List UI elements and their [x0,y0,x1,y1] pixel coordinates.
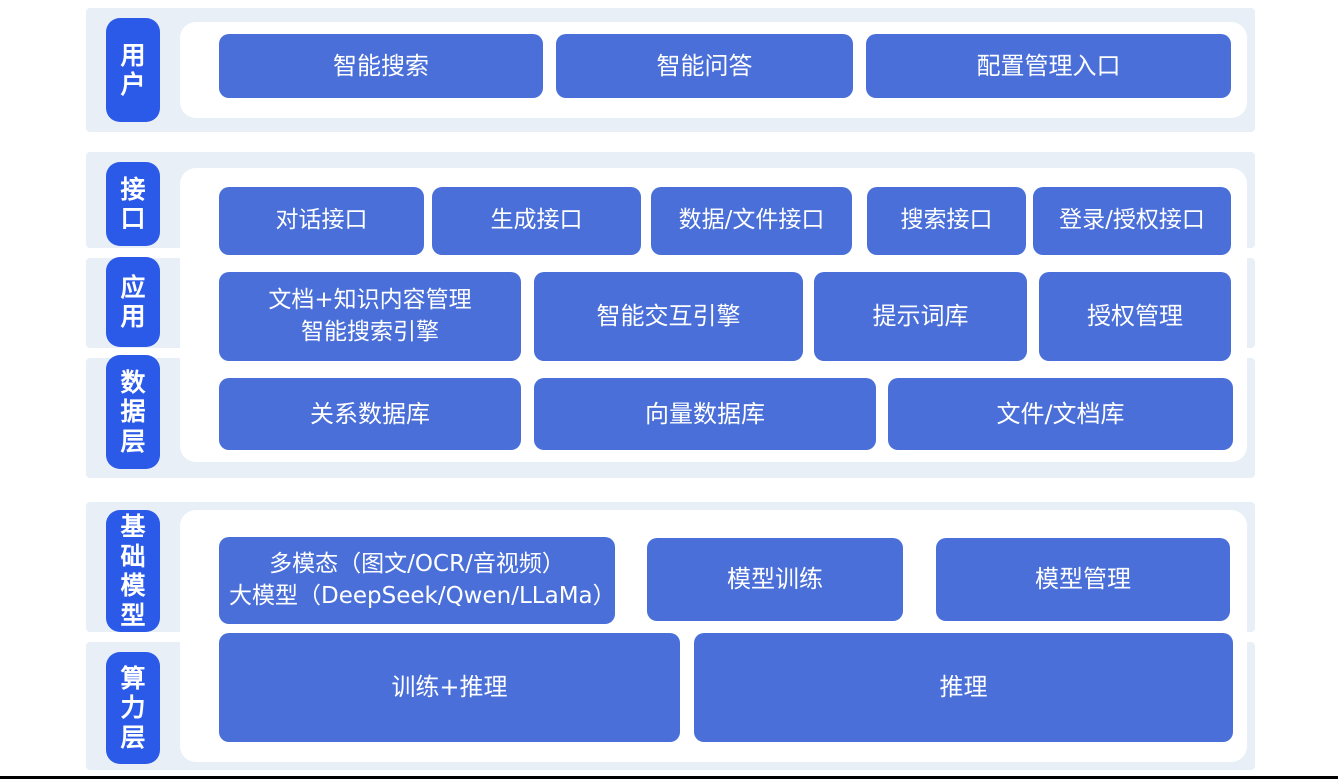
btn-vector-db: 向量数据库 [534,378,876,450]
btn-model-management: 模型管理 [936,538,1230,621]
btn-prompt-library: 提示词库 [814,272,1027,361]
footer-divider-line [0,776,1338,779]
section-label-compute-layer: 算力层 [106,652,160,764]
btn-data-file-api: 数据/文件接口 [651,187,852,255]
btn-smart-search: 智能搜索 [219,34,543,98]
btn-interactive-engine: 智能交互引擎 [534,272,803,361]
section-label-user: 用户 [106,18,160,122]
btn-dialog-api: 对话接口 [219,187,424,255]
btn-generation-api: 生成接口 [432,187,641,255]
btn-config-entry: 配置管理入口 [866,34,1231,98]
section-label-interface: 接口 [106,162,160,246]
section-label-application: 应用 [106,257,160,347]
btn-login-auth-api: 登录/授权接口 [1033,187,1231,255]
btn-multimodal-llm: 多模态（图文/OCR/音视频） 大模型（DeepSeek/Qwen/LLaMa） [219,537,616,624]
btn-model-training: 模型训练 [647,538,903,621]
btn-relational-db: 关系数据库 [219,378,521,450]
section-label-foundation-model: 基础模型 [106,510,160,632]
section-label-data-layer: 数据层 [106,355,160,469]
btn-auth-management: 授权管理 [1039,272,1231,361]
btn-file-doc-store: 文件/文档库 [888,378,1233,450]
btn-training-inference: 训练+推理 [219,633,680,742]
btn-inference: 推理 [694,633,1233,742]
btn-doc-knowledge-search-engine: 文档+知识内容管理 智能搜索引擎 [219,272,521,361]
btn-smart-qa: 智能问答 [556,34,853,98]
btn-search-api: 搜索接口 [867,187,1026,255]
